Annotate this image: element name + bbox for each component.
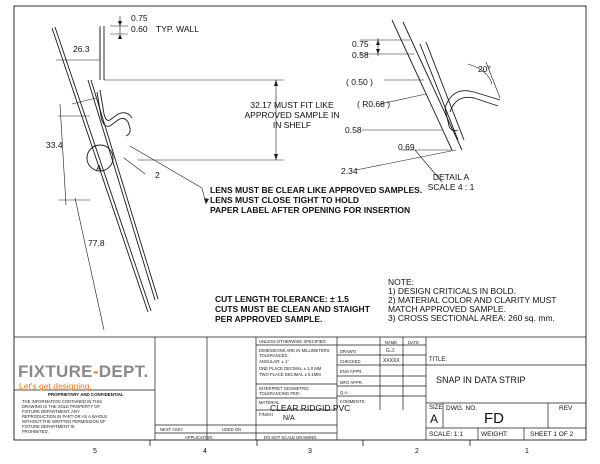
det-dim-050: ( 0.50 ) [346,77,373,87]
part-strip [51,26,159,313]
note-2b: MATCH APPROVED SAMPLE. [388,304,506,314]
det-dim-058: 0.58 [352,50,369,60]
one-place-tol: ONE PLACE DECIMAL ± 1.0 MM [259,366,322,371]
wall-dim-075: 0.75 [131,13,148,23]
arrowheads [118,21,380,204]
do-not-scale-label: DO NOT SCALE DRAWING [264,435,317,440]
zone-1: 1 [525,448,529,455]
proprietary-line-5: WITHOUT THE WRITTEN PERMISSION OF [22,419,106,424]
sheet-border [13,5,587,441]
zone-4: 4 [203,448,207,455]
notes-title: NOTE: [388,277,414,287]
weight-label: WEIGHT: [481,431,509,438]
lens-note-1: LENS MUST BE CLEAR LIKE APPROVED SAMPLES… [210,185,423,195]
wall-label: TYP. WALL [156,24,199,34]
det-dim-20deg: 20° [478,64,491,74]
dim-77-8: 77.8 [88,238,105,248]
size-label: SIZE [429,405,443,411]
cut-note-2: CUTS MUST BE CLEAN AND STAIGHT [215,304,370,314]
dims-in-label: DIMENSIONS ARE IN MILLIMETERS [259,348,330,353]
tolerances-label: TOLERANCES: [259,353,289,358]
angular-tol: ANGULAR: ± 1° [259,359,290,364]
logo-word-2: DEPT. [98,362,149,381]
det-dim-r068: ( R0.68 ) [357,99,391,109]
two-place-tol: TWO PLACE DECIMAL ± 0.1MM [259,372,321,377]
zone-2: 2 [415,448,419,455]
material-label: MATERIAL [259,400,280,405]
proprietary-line-2: DRAWING IS THE SOLE PROPERTY OF [22,404,101,409]
title-label: TITLE: [429,357,448,363]
proprietary-line-7: PROHIBITED. [22,429,49,434]
used-on-label: USED ON [222,427,242,432]
company-logo: FIXTURE-DEPT. [18,362,148,382]
scale-label: SCALE: 1:1 [429,431,463,438]
det-dim-075: 0.75 [352,39,369,49]
cut-note-3: PER APPROVED SAMPLE. [215,314,323,324]
name-header: NAME [385,340,398,345]
logo-word-1: FIXTURE [18,362,93,381]
dwg-no-value: FD [484,410,504,427]
proprietary-line-4: REPRODUCTION IN PART OR AS A WHOLE [22,414,108,419]
title-block-grid [14,336,586,440]
mfg-appr-label: MFG APPR. [340,380,363,385]
zone-3: 3 [308,448,312,455]
dim-33-4: 33.4 [46,140,63,150]
drawing-title: SNAP IN DATA STRIP [436,375,526,385]
item-callout-2: 2 [155,170,160,180]
logo-dash: - [92,362,99,381]
cut-note-1: CUT LENGTH TOLERANCE: ± 1.5 [215,294,349,304]
det-dim-234: 2.34 [341,166,358,176]
lens-note-2: LENS MUST CLOSE TIGHT TO HOLD [210,195,360,205]
det-dim-058b: 0.58 [345,125,362,135]
tolerancing-label: TOLERANCING PER: [259,391,301,396]
qa-label: Q.A. [340,390,349,395]
detail-circle [86,144,114,172]
proprietary-line-6: FIXTURE DEPARTMENT IS [22,424,75,429]
dim-32-17-line3: IN SHELF [272,120,312,130]
detail-a-view [391,19,501,151]
detail-title: DETAIL A [432,172,470,182]
checked-name: XXXXX [383,358,400,364]
dim-32-17-line2: APPROVED SAMPLE IN [244,110,340,120]
lens-note-3: PAPER LABEL AFTER OPENING FOR INSERTION [210,205,411,215]
size-value: A [430,412,439,426]
material-value: CLEAR RIDGID PVC [270,403,351,413]
wall-dim-060: 0.60 [131,24,148,34]
rev-label: REV [559,405,573,412]
application-label: APPLICATION [185,435,213,440]
logo-tagline: Let's get designing. [19,381,92,391]
drawn-label: DRAWN [340,349,356,354]
proprietary-line-3: FIXTURE DEPARTMENT. ANY [22,409,80,414]
comments-label: COMMENTS: [340,399,366,404]
dim-26-3: 26.3 [73,44,90,54]
checked-label: CHECKED [340,359,361,364]
dwg-no-label: DWG. NO. [446,405,478,412]
date-header: DATE [408,340,419,345]
finish-label: FINISH [259,412,273,417]
next-assy-label: NEXT ASSY [160,427,184,432]
dim-32-17-line1: 32.17 MUST FIT LIKE [250,100,334,110]
note-2: 2) MATERIAL COLOR AND CLARITY MUST [388,295,557,305]
zone-5: 5 [93,448,97,455]
det-dim-069: 0.69 [398,142,415,152]
sheet-label: SHEET 1 OF 2 [530,431,574,438]
proprietary-line-1: THE INFORMATION CONTAINED IN THIS [22,399,103,404]
finish-value: N/A [283,415,295,422]
interpret-label: INTERPRET GEOMETRIC [259,386,310,391]
note-3: 3) CROSS SECTIONAL AREA: 260 sq. mm. [388,313,555,323]
detail-dimensions [355,38,501,183]
drawn-name: G.J. [386,348,396,354]
proprietary-title: PROPRIETARY AND CONFIDENTIAL [48,392,124,397]
detail-scale: SCALE 4 : 1 [427,182,475,192]
unless-label: UNLESS OTHERWISE SPECIFIED: [259,339,327,344]
eng-appr-label: ENG APPR. [340,369,363,374]
detail-callout-a: A [96,163,102,173]
main-dimensions [56,16,284,331]
note-1: 1) DESIGN CRITICALS IN BOLD. [388,286,516,296]
